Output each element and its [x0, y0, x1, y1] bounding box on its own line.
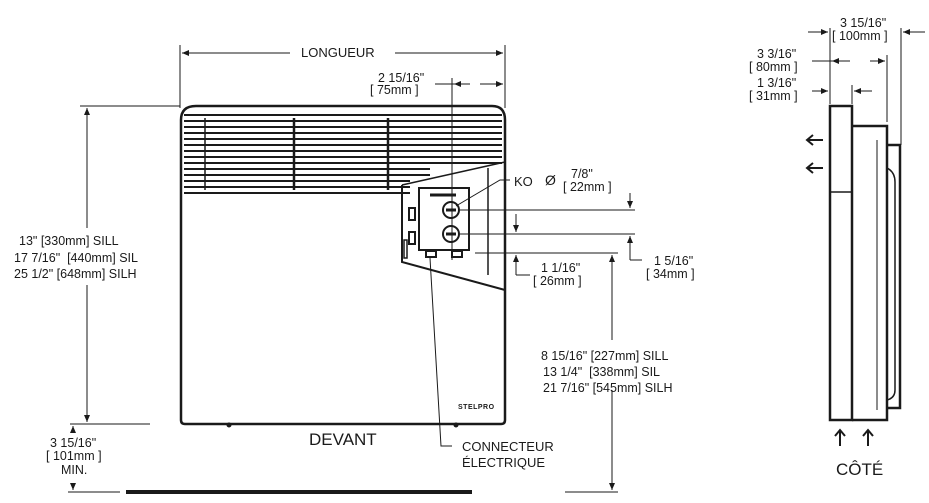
connector-label-line1: CONNECTEUR — [462, 439, 554, 454]
side-depth-small-metric: [ 31mm ] — [749, 89, 798, 103]
floor-clearance-imperial: 3 15/16" — [50, 436, 97, 450]
front-view-title: DEVANT — [309, 430, 377, 449]
floor-clearance-dimension — [68, 426, 120, 493]
connector-height-sill: 8 15/16" [227mm] SILL — [541, 349, 669, 363]
ko-diameter-symbol: Ø — [545, 172, 556, 188]
airflow-in-arrows — [834, 428, 874, 446]
height-label-sill: 13" [330mm] SILL — [19, 234, 119, 248]
spacing-large-imperial: 1 5/16" — [654, 254, 694, 268]
side-depth-total-metric: [ 100mm ] — [832, 29, 888, 43]
connector-height-sil: 13 1/4" [338mm] SIL — [543, 365, 660, 379]
floor-clearance-metric: [ 101mm ] — [46, 449, 102, 463]
front-view — [68, 45, 642, 494]
side-depth-dimensions — [808, 28, 925, 145]
side-profile — [828, 104, 902, 422]
side-view-title: CÔTÉ — [836, 460, 884, 479]
spacing-small-imperial: 1 1/16" — [541, 261, 581, 275]
ko-spacing-dimensions — [460, 193, 642, 276]
spacing-small-metric: [ 26mm ] — [533, 274, 582, 288]
height-label-silh: 25 1/2" [648mm] SILH — [14, 267, 137, 281]
connector-label-line2: ÉLECTRIQUE — [462, 455, 546, 470]
length-dimension — [179, 45, 506, 108]
connector-height-dimension — [565, 255, 618, 493]
floor-clearance-note: MIN. — [61, 463, 88, 477]
ko-leader — [455, 179, 510, 207]
ko-imperial: 7/8" — [571, 167, 593, 181]
ko-metric: [ 22mm ] — [563, 180, 612, 194]
connector-leader — [429, 257, 452, 447]
side-depth-small-imperial: 1 3/16" — [757, 76, 797, 90]
heater-height-dimension — [70, 105, 180, 425]
ko-label: KO — [514, 174, 533, 189]
side-depth-mid-metric: [ 80mm ] — [749, 60, 798, 74]
brand-mark: STELPRO — [458, 404, 495, 411]
grille — [184, 114, 502, 194]
offset-top-imperial: 2 15/16" — [378, 71, 425, 85]
side-depth-total-imperial: 3 15/16" — [840, 16, 887, 30]
height-label-sil: 17 7/16" [440mm] SIL — [14, 251, 138, 265]
connector-height-silh: 21 7/16" [545mm] SILH — [543, 381, 673, 395]
airflow-out-arrows — [805, 134, 823, 174]
heater-body — [179, 104, 507, 428]
side-view — [805, 28, 925, 446]
spacing-large-metric: [ 34mm ] — [646, 267, 695, 281]
side-depth-mid-imperial: 3 3/16" — [757, 47, 797, 61]
offset-top-dimension — [435, 78, 503, 260]
offset-top-metric: [ 75mm ] — [370, 83, 419, 97]
length-label: LONGUEUR — [301, 45, 375, 60]
